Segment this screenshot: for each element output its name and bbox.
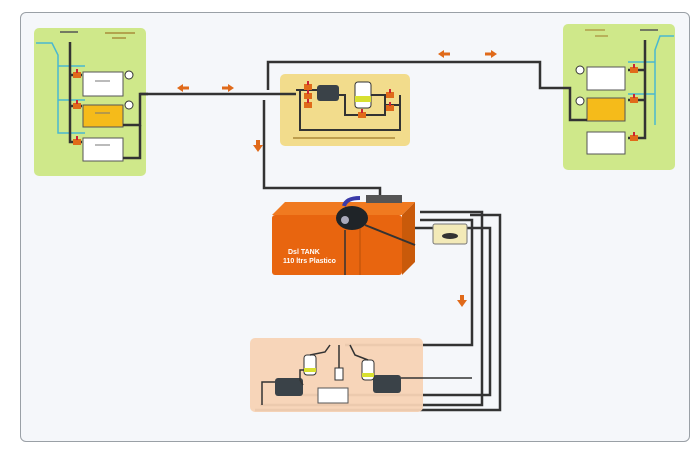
diesel-tank: Dsl TANK 110 ltrs Plastico [272, 195, 468, 275]
filter-pump-panel [280, 74, 410, 146]
arrow-right-icon [222, 84, 234, 92]
arrow-right-icon [485, 50, 497, 58]
left-water-tanks-panel [34, 28, 148, 176]
arrow-down-icon [253, 140, 263, 152]
right-water-tanks-panel [560, 24, 675, 170]
arrow-left-icon [438, 50, 450, 58]
engines-panel [250, 338, 472, 412]
arrow-down-icon [457, 295, 467, 307]
arrow-left-icon [177, 84, 189, 92]
tank-label-name: Dsl TANK [288, 249, 320, 256]
tank-label-capacity: 110 ltrs Plastico [283, 258, 336, 265]
